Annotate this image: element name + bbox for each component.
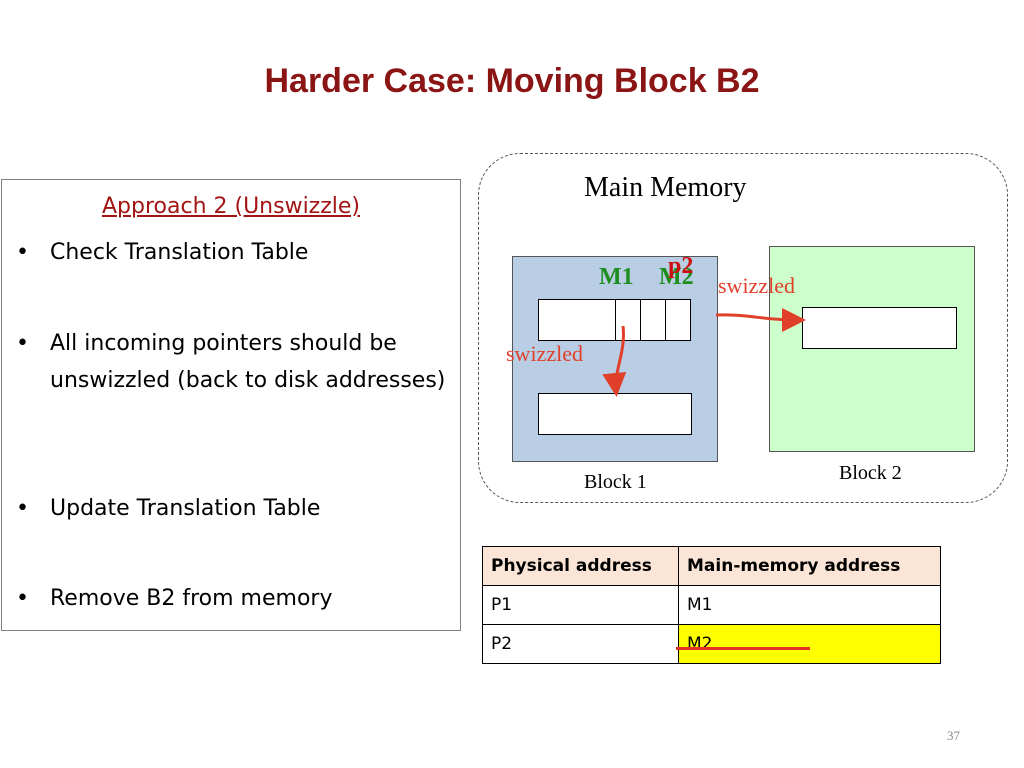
block1-label: Block 1 — [584, 471, 647, 493]
block2-label: Block 2 — [839, 462, 902, 484]
bullet-icon: • — [16, 586, 29, 611]
table-header-row: Physical address Main-memory address — [482, 546, 941, 586]
header-main-memory-address: Main-memory address — [678, 546, 941, 586]
table-row: P1 M1 — [482, 585, 941, 625]
bullet-text: Check Translation Table — [50, 240, 309, 265]
block1-pointer-cell — [615, 299, 641, 341]
table-cell: M1 — [678, 585, 941, 625]
block1-pointer-cell — [665, 299, 691, 341]
bullet-icon: • — [16, 240, 29, 265]
table-cell: P2 — [482, 624, 679, 664]
bullet-item: • Check Translation Table — [16, 234, 452, 271]
bullet-icon: • — [16, 331, 29, 356]
approach-heading: Approach 2 (Unswizzle) — [101, 194, 361, 219]
table-cell-highlighted: M2 — [678, 624, 941, 664]
m1-label: M1 — [599, 264, 634, 290]
slide-title: Harder Case: Moving Block B2 — [264, 62, 760, 100]
bullet-item: • All incoming pointers should be unswiz… — [16, 325, 452, 399]
block1-pointer-cell — [640, 299, 666, 341]
table-cell: P1 — [482, 585, 679, 625]
header-physical-address: Physical address — [482, 546, 679, 586]
p2-label: p2 — [668, 253, 694, 279]
m2-label: M2 — [659, 264, 694, 290]
translation-table: Physical address Main-memory address P1 … — [482, 546, 941, 664]
table-row: P2 M2 — [482, 624, 941, 664]
bullet-text: Remove B2 from memory — [50, 586, 333, 611]
bullet-icon: • — [16, 496, 29, 521]
page-number: 37 — [947, 728, 960, 743]
block-2 — [769, 246, 975, 452]
bullet-item: • Remove B2 from memory — [16, 580, 452, 617]
bullet-item: • Update Translation Table — [16, 490, 452, 527]
strikethrough-line — [676, 647, 810, 650]
block1-object — [538, 393, 692, 435]
swizzled-label-right: swizzled — [718, 273, 795, 298]
bullet-text: Update Translation Table — [50, 496, 321, 521]
block1-pointer-cell — [538, 299, 616, 341]
block-1 — [512, 256, 718, 462]
main-memory-label: Main Memory — [584, 172, 747, 203]
block2-object — [802, 307, 957, 349]
bullet-text: All incoming pointers should be unswizzl… — [50, 331, 446, 393]
approach-box: Approach 2 (Unswizzle) • Check Translati… — [1, 179, 461, 631]
swizzled-label-left: swizzled — [506, 341, 583, 366]
